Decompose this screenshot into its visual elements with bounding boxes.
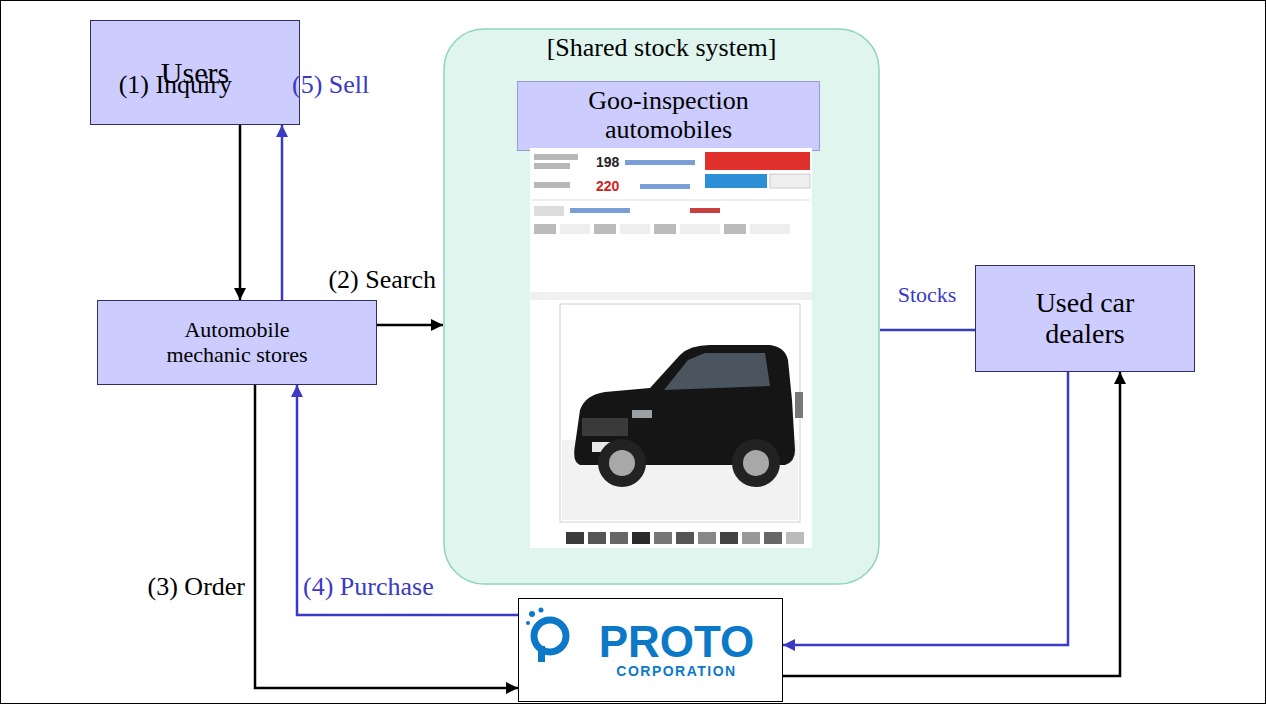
grey-button	[770, 174, 810, 188]
car-window	[664, 353, 770, 390]
tag	[750, 224, 790, 234]
tag	[620, 224, 650, 234]
node-text: Goo-inspection automobiles	[554, 87, 784, 144]
separator-band	[530, 292, 812, 300]
connector	[880, 329, 975, 332]
thumbnail	[588, 532, 606, 544]
thumbnail	[786, 532, 804, 544]
blue-button	[705, 174, 767, 188]
car-headlight	[632, 410, 652, 418]
thumbnail	[632, 532, 650, 544]
node-text: [Shared stock system]	[547, 34, 777, 63]
logo-icon	[524, 606, 580, 666]
logo-stem	[538, 646, 545, 662]
connector	[239, 125, 242, 300]
link-line	[640, 184, 690, 189]
node-text: PROTO	[599, 620, 755, 664]
thumbnail	[676, 532, 694, 544]
car-wheel	[598, 439, 646, 487]
edge-label: (5) Sell	[292, 70, 369, 100]
scroll-handle	[795, 392, 803, 418]
logo-dot	[539, 608, 544, 613]
screenshot-ground	[530, 148, 812, 548]
text-line	[534, 154, 578, 160]
node-text: Automobile mechanic stores	[142, 318, 332, 366]
red-button	[705, 152, 810, 170]
edge-label: (1) Inquiry	[119, 70, 232, 100]
link-line	[625, 160, 695, 165]
tag	[724, 224, 746, 234]
node-text: Used car dealers	[1015, 288, 1155, 350]
car-grille	[582, 418, 628, 436]
edge-label: Stocks	[898, 282, 957, 307]
logo-dot	[526, 621, 530, 625]
price-number: 220	[596, 178, 619, 194]
car-wheel	[732, 439, 780, 487]
thumbnail	[764, 532, 782, 544]
connector	[281, 125, 284, 300]
price-number: 198	[596, 154, 619, 170]
car-rim	[743, 450, 769, 476]
tag	[534, 224, 556, 234]
thumbnail	[654, 532, 672, 544]
edge-label: (4) Purchase	[303, 572, 434, 602]
text-line	[534, 163, 570, 169]
thumbnail	[610, 532, 628, 544]
photo-frame	[560, 304, 800, 522]
thumbnail	[566, 532, 584, 544]
tag	[560, 224, 590, 234]
service-box: Goo-inspection automobiles	[517, 81, 820, 151]
price-line	[690, 208, 720, 213]
edge-label: (2) Search	[328, 265, 436, 295]
thumbnail	[698, 532, 716, 544]
node-text: CORPORATION	[616, 664, 736, 679]
listing-screenshot	[530, 148, 812, 548]
logo-dot	[529, 611, 535, 617]
text-line	[534, 182, 570, 188]
car-rim	[609, 450, 635, 476]
edge-label: (3) Order	[148, 572, 245, 602]
tag	[680, 224, 720, 234]
connector	[377, 324, 443, 327]
tag	[534, 206, 564, 216]
thumbnail	[742, 532, 760, 544]
tag	[594, 224, 616, 234]
region-shape	[444, 29, 879, 584]
actor-box: Used car dealers	[975, 265, 1195, 372]
rule-line	[532, 200, 810, 201]
process-box: Automobile mechanic stores	[97, 300, 377, 385]
thumbnail	[720, 532, 738, 544]
link-line	[570, 208, 630, 213]
tag	[654, 224, 676, 234]
